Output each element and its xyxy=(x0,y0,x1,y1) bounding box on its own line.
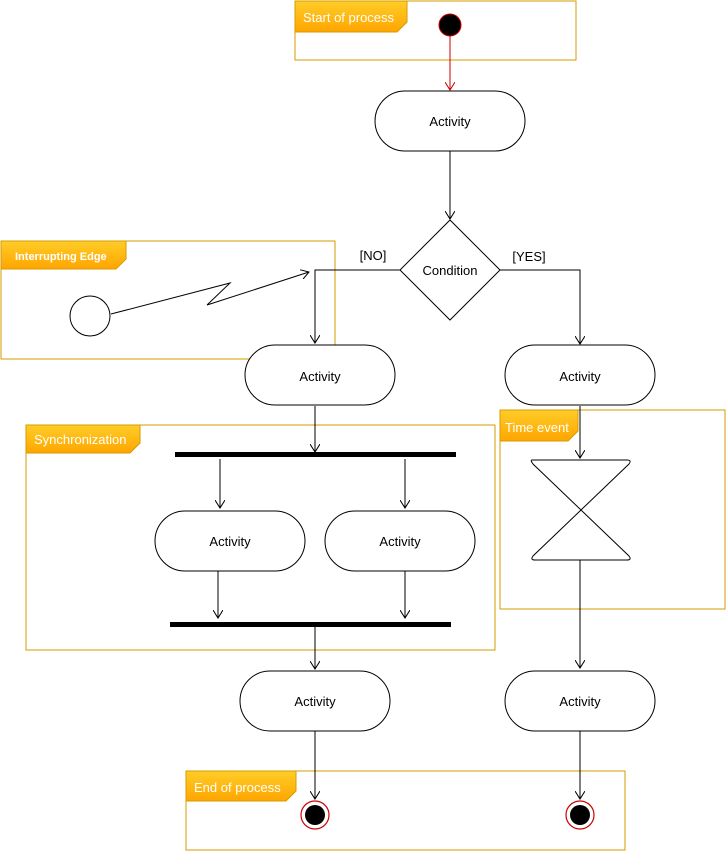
condition-decision: Condition xyxy=(399,219,501,321)
guard-no: [NO] xyxy=(360,248,387,263)
activity-sync-right: Activity xyxy=(324,510,476,572)
frame-title-interrupting: Interrupting Edge xyxy=(15,251,107,263)
interrupting-edge-zigzag xyxy=(110,272,309,315)
frame-title-start: Start of process xyxy=(303,10,395,25)
activity-no-label: Activity xyxy=(299,369,341,384)
activity-after-time-label: Activity xyxy=(559,694,601,709)
activity-sync-right-label: Activity xyxy=(379,534,421,549)
activity-top-label: Activity xyxy=(429,114,471,129)
final-node-right xyxy=(565,800,595,830)
edge-yes-branch xyxy=(500,269,580,344)
activity-after-sync-label: Activity xyxy=(294,694,336,709)
activity-no: Activity xyxy=(244,344,396,406)
frame-title-end: End of process xyxy=(194,780,281,795)
frame-title-synchronization: Synchronization xyxy=(34,432,127,447)
activity-yes: Activity xyxy=(504,344,656,406)
hourglass-icon xyxy=(530,459,631,561)
frame-synchronization: Synchronization xyxy=(25,424,496,651)
activity-yes-label: Activity xyxy=(559,369,601,384)
guard-yes: [YES] xyxy=(512,249,545,264)
activity-top: Activity xyxy=(374,90,526,152)
frame-end-of-process: End of process xyxy=(185,770,626,851)
frame-start-of-process: Start of process xyxy=(294,0,577,61)
interrupting-edge-arrow xyxy=(111,270,309,314)
interrupting-source xyxy=(69,295,111,337)
frame-time-event: Time event xyxy=(499,409,726,610)
condition-label: Condition xyxy=(423,263,478,278)
activity-sync-left-label: Activity xyxy=(209,534,251,549)
edge-no-branch xyxy=(315,269,400,343)
activity-after-sync: Activity xyxy=(239,670,391,732)
frame-interrupting-edge: Interrupting Edge xyxy=(0,240,336,360)
final-node-left xyxy=(300,800,330,830)
frame-title-time-event: Time event xyxy=(505,420,569,435)
edges xyxy=(110,36,580,799)
join-bar xyxy=(170,622,451,627)
start-node xyxy=(438,13,462,37)
fork-bar xyxy=(175,452,456,457)
activity-after-time: Activity xyxy=(504,670,656,732)
activity-sync-left: Activity xyxy=(154,510,306,572)
